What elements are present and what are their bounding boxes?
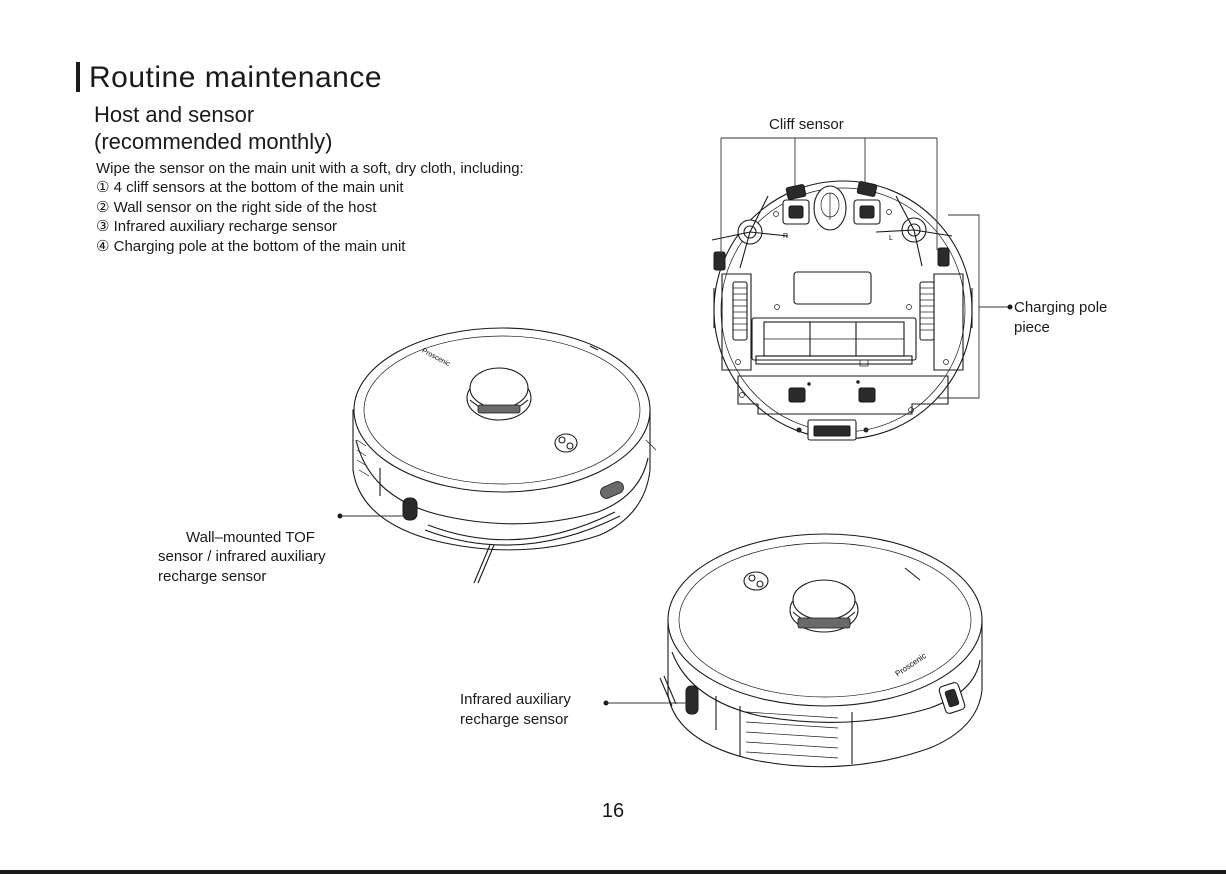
side-brush-left — [711, 195, 789, 269]
cliff-sensor-label: Cliff sensor — [769, 116, 844, 133]
charging-pole-label: Charging pole piece — [1014, 299, 1108, 336]
charging-pole-leader — [938, 214, 1013, 399]
title-accent-bar — [76, 62, 80, 92]
wall-tof-sensor-window — [402, 497, 418, 521]
robot-bottom-view: R L — [711, 180, 973, 441]
wall-tof-label-line: Wall–mounted TOF — [186, 528, 315, 546]
charging-contacts — [796, 419, 869, 441]
side-brush-right — [875, 195, 953, 267]
wall-tof-label-line: sensor / infrared auxiliary — [158, 548, 326, 565]
wall-tof-leader — [337, 513, 404, 519]
instructions: Wipe the sensor on the main unit with a … — [96, 159, 524, 256]
bottom-rule — [0, 870, 1226, 874]
instruction-item-3: ③ Infrared auxiliary recharge sensor — [96, 218, 338, 236]
cliff-sensors — [713, 181, 950, 271]
cliff-sensor-leaders — [720, 137, 938, 254]
main-brush — [751, 317, 917, 367]
infrared-sensor-window — [685, 685, 699, 715]
wall-tof-label: Wall–mounted TOF sensor / infrared auxili… — [158, 508, 328, 606]
side-mark-right: L — [889, 235, 893, 242]
page-title: Routine maintenance — [89, 61, 383, 94]
robot-top-view-2: Proscenic — [659, 533, 983, 768]
drive-wheel-right — [919, 273, 964, 371]
instruction-item-4: ④ Charging pole at the bottom of the mai… — [96, 237, 406, 255]
infrared-leader — [603, 700, 688, 706]
side-mark-left: R — [783, 233, 788, 240]
wall-tof-label-text: Wall–mounted TOF sensor / infrared auxili… — [158, 528, 328, 587]
drive-wheel-left — [721, 273, 752, 371]
section-subtitle: Host and sensor (recommended monthly) — [94, 102, 333, 154]
wall-tof-label-line: recharge sensor — [158, 567, 267, 585]
robot-top-view-1: Proscenic — [352, 327, 657, 584]
infrared-label: Infrared auxiliary recharge sensor — [460, 691, 571, 728]
intro-text: Wipe the sensor on the main unit with a … — [96, 160, 524, 177]
page-number: 16 — [601, 800, 625, 822]
instruction-item-2: ② Wall sensor on the right side of the h… — [96, 198, 377, 216]
instruction-item-1: ① 4 cliff sensors at the bottom of the m… — [96, 179, 404, 197]
